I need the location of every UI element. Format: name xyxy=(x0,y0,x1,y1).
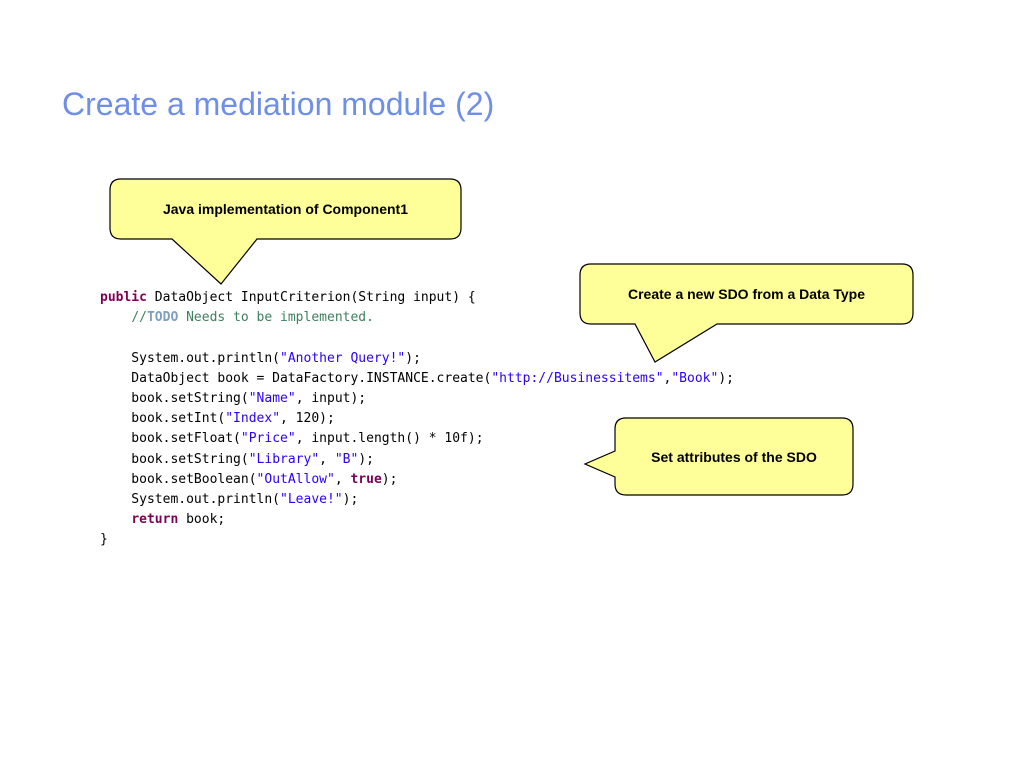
code-text: , xyxy=(319,451,335,467)
code-indent xyxy=(100,512,131,527)
code-text: ); xyxy=(718,370,734,386)
callout-create-sdo-label: Create a new SDO from a Data Type xyxy=(627,286,866,302)
code-string: "B" xyxy=(334,451,359,467)
code-line-set-index: book.setInt("Index", 120); xyxy=(100,409,734,429)
code-line-set-price: book.setFloat("Price", input.length() * … xyxy=(100,429,734,449)
code-text: , xyxy=(663,370,672,386)
code-keyword: public xyxy=(100,290,147,305)
code-text: DataObject book = DataFactory.INSTANCE.c… xyxy=(100,370,492,386)
code-line-closing-brace: } xyxy=(100,530,734,550)
code-string: "OutAllow" xyxy=(256,471,335,487)
code-text: System.out.println( xyxy=(100,491,281,507)
code-text: , 120); xyxy=(280,411,335,427)
code-indent xyxy=(100,310,131,325)
code-text: , input.length() * 10f); xyxy=(295,431,484,447)
code-text: , input); xyxy=(295,390,367,406)
code-string: "Leave!" xyxy=(280,491,343,507)
code-keyword: return xyxy=(131,512,179,528)
callout-java-impl-label: Java implementation of Component1 xyxy=(162,201,409,217)
code-text: book; xyxy=(178,512,226,528)
slide-title: Create a mediation module (2) xyxy=(62,86,495,122)
code-string: "Name" xyxy=(248,390,296,406)
code-text: ); xyxy=(405,350,421,366)
code-text: , xyxy=(334,471,351,487)
code-line-println-leave: System.out.println("Leave!"); xyxy=(100,490,734,510)
code-text: book.setFloat( xyxy=(100,431,241,447)
code-text: book.setString( xyxy=(100,451,249,467)
code-string: "Another Query!" xyxy=(280,350,406,366)
code-line-println-query: System.out.println("Another Query!"); xyxy=(100,349,734,369)
code-line-set-name: book.setString("Name", input); xyxy=(100,389,734,409)
code-line-return: return book; xyxy=(100,510,734,530)
code-line-blank xyxy=(100,328,734,348)
code-line-todo-comment: //TODO Needs to be implemented. xyxy=(100,308,734,328)
code-line-signature: public DataObject InputCriterion(String … xyxy=(100,288,734,308)
code-line-set-outallow: book.setBoolean("OutAllow", true); xyxy=(100,470,734,490)
code-text: ); xyxy=(358,451,374,467)
callout-set-attributes-label: Set attributes of the SDO xyxy=(651,448,817,465)
code-text: ); xyxy=(342,491,359,507)
code-text: System.out.println( xyxy=(100,350,281,366)
code-comment: // xyxy=(131,310,147,326)
code-text: book.setInt( xyxy=(100,411,226,427)
code-string: "Book" xyxy=(671,370,719,386)
code-string: "http://Businessitems" xyxy=(491,370,664,386)
java-code-listing: public DataObject InputCriterion(String … xyxy=(100,288,734,550)
code-text: book.setString( xyxy=(100,390,249,406)
code-line-set-library: book.setString("Library", "B"); xyxy=(100,450,734,470)
code-keyword: true xyxy=(350,471,382,487)
code-text: ); xyxy=(381,471,398,487)
code-text: book.setBoolean( xyxy=(100,471,257,487)
code-line-create-sdo: DataObject book = DataFactory.INSTANCE.c… xyxy=(100,369,734,389)
code-string: "Price" xyxy=(240,431,296,447)
code-todo-tag: TODO xyxy=(146,310,179,326)
code-string: "Library" xyxy=(248,451,320,467)
code-string: "Index" xyxy=(225,411,281,427)
code-text: } xyxy=(100,532,108,548)
code-comment: Needs to be implemented. xyxy=(178,310,374,326)
code-text: DataObject InputCriterion(String input) … xyxy=(146,290,476,305)
